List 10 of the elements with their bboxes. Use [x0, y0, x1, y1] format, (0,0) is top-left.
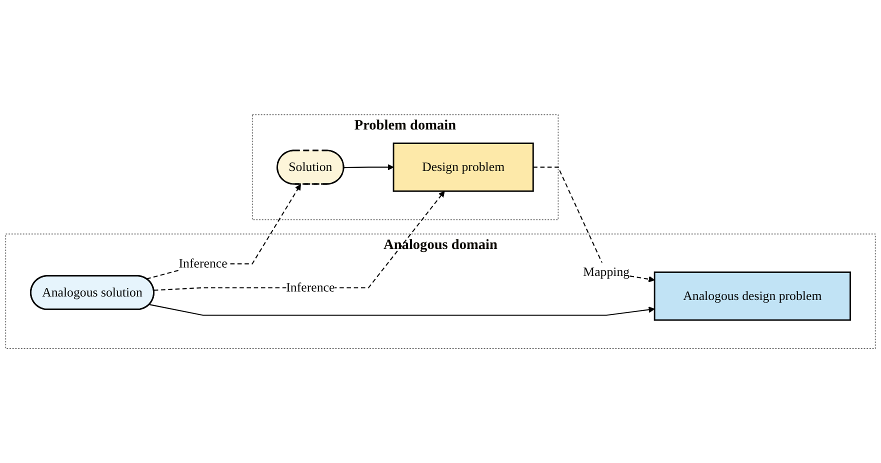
arrow [149, 304, 655, 316]
arrow [146, 184, 301, 280]
arrow [533, 166, 655, 282]
node-box: Design problem [392, 142, 534, 192]
edge-label: Inference [178, 256, 228, 270]
arrow [344, 164, 394, 170]
edge-label: Mapping [583, 264, 630, 279]
edge-label: Inference [286, 280, 335, 294]
arrow [154, 190, 445, 291]
node-box: Analogous design problem [654, 271, 851, 321]
